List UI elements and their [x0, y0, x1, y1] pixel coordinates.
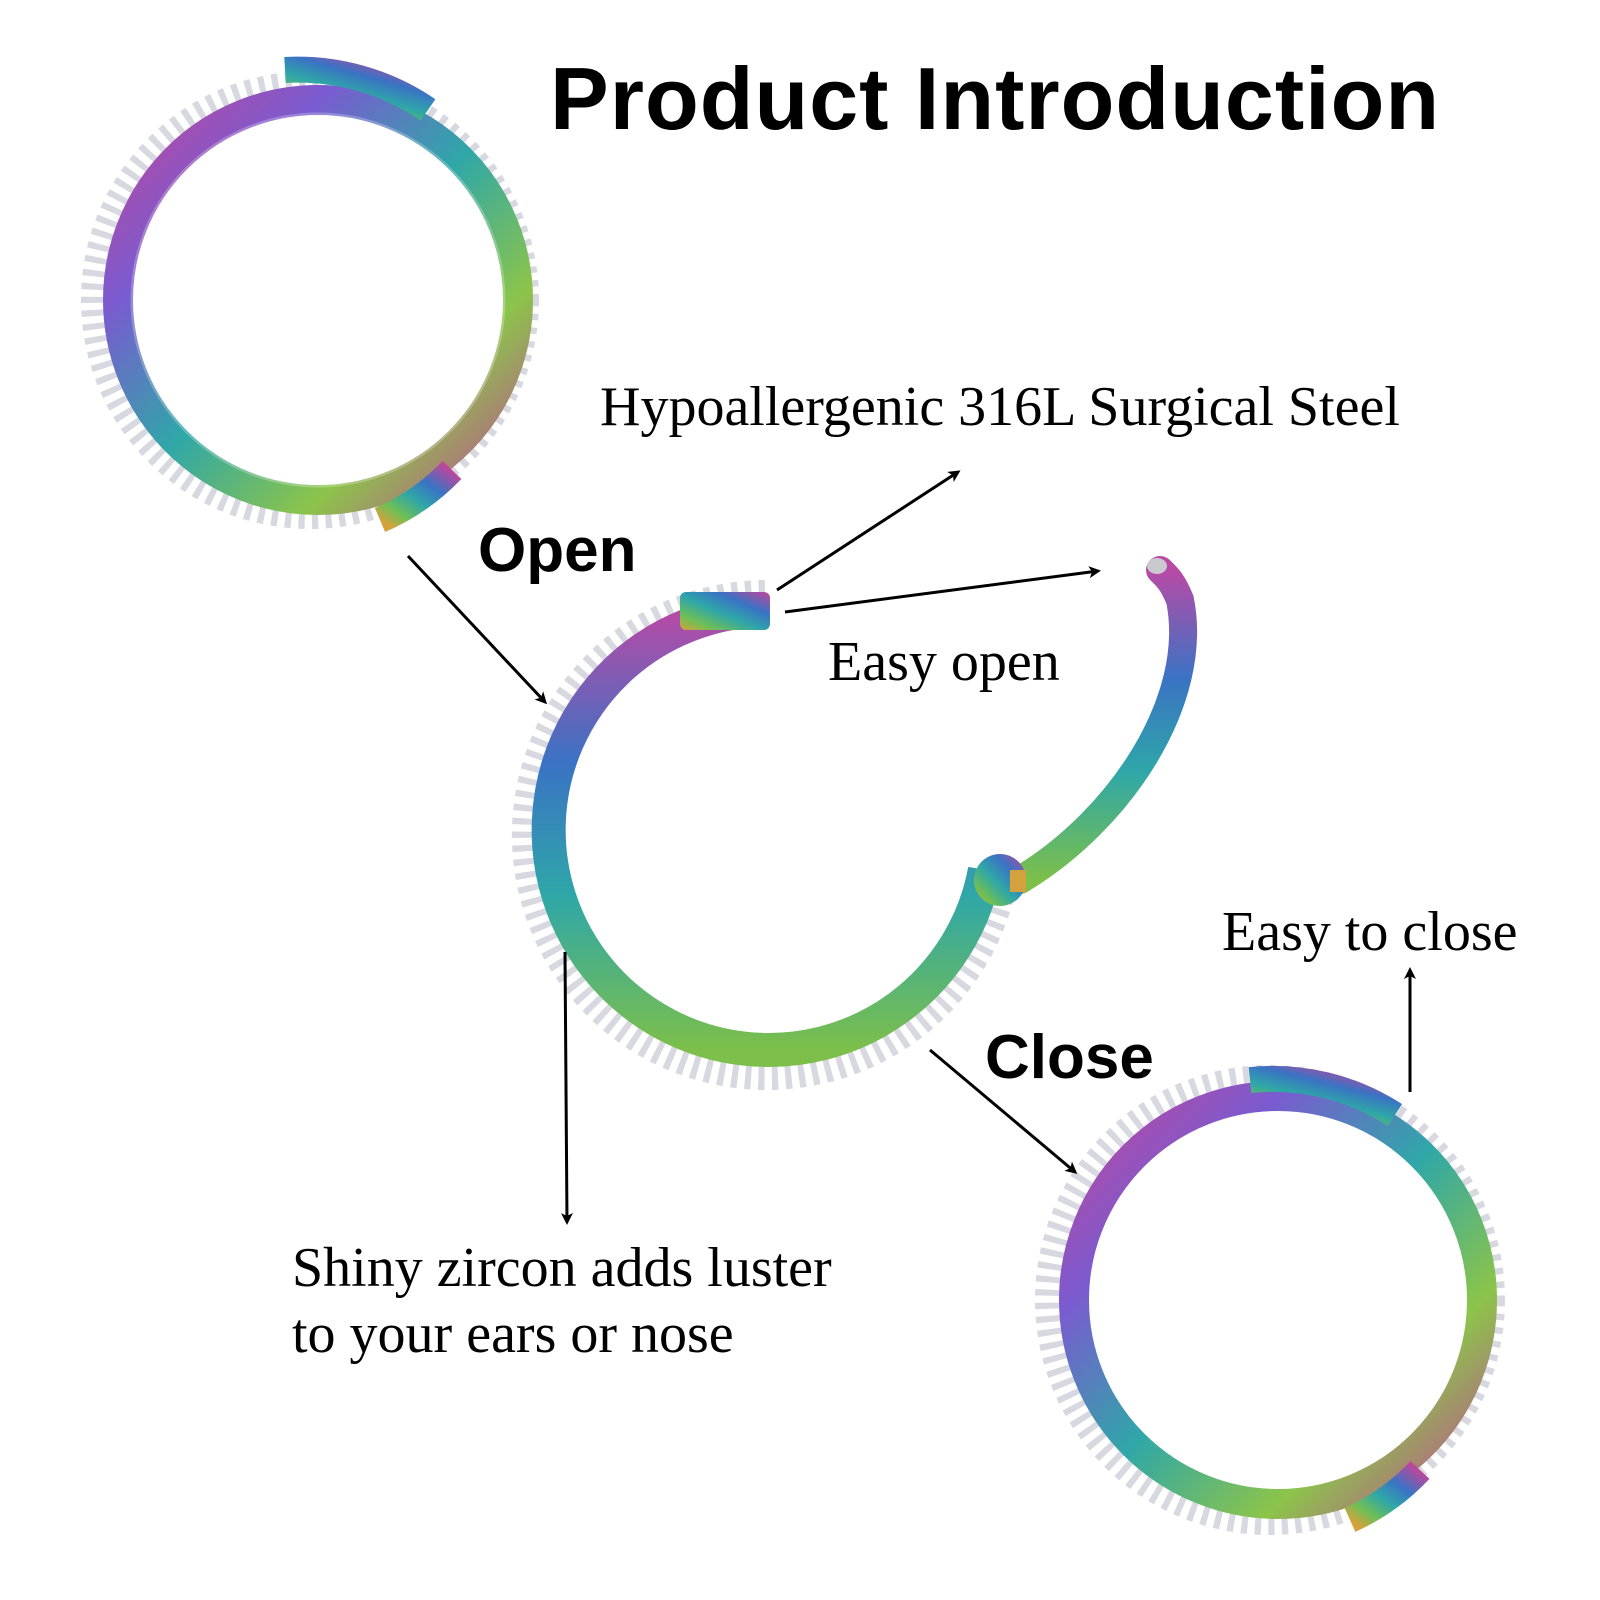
easy-close-label: Easy to close	[1222, 901, 1518, 963]
step-close-label: Close	[985, 1023, 1154, 1092]
ring-open-center	[511, 556, 1198, 1090]
ring-closed-bottom	[1035, 1065, 1505, 1535]
step-open-label: Open	[478, 516, 637, 585]
material-feature-label: Hypoallergenic 316L Surgical Steel	[600, 376, 1400, 438]
page-title: Product Introduction	[550, 49, 1441, 148]
arrow-to-open	[406, 554, 548, 705]
arrow-easy-open	[784, 566, 1101, 614]
zircon-feature-line-2: to your ears or nose	[292, 1303, 734, 1365]
ring-closed-top	[81, 56, 539, 532]
zircon-feature-label: Shiny zircon adds luster to your ears or…	[292, 1235, 832, 1367]
arrow-to-close	[929, 1048, 1078, 1174]
easy-open-label: Easy open	[828, 631, 1060, 693]
arrow-to-zircon-label	[560, 951, 573, 1225]
arrow-to-steel-label	[776, 470, 961, 592]
zircon-feature-line-1: Shiny zircon adds luster	[292, 1237, 832, 1299]
